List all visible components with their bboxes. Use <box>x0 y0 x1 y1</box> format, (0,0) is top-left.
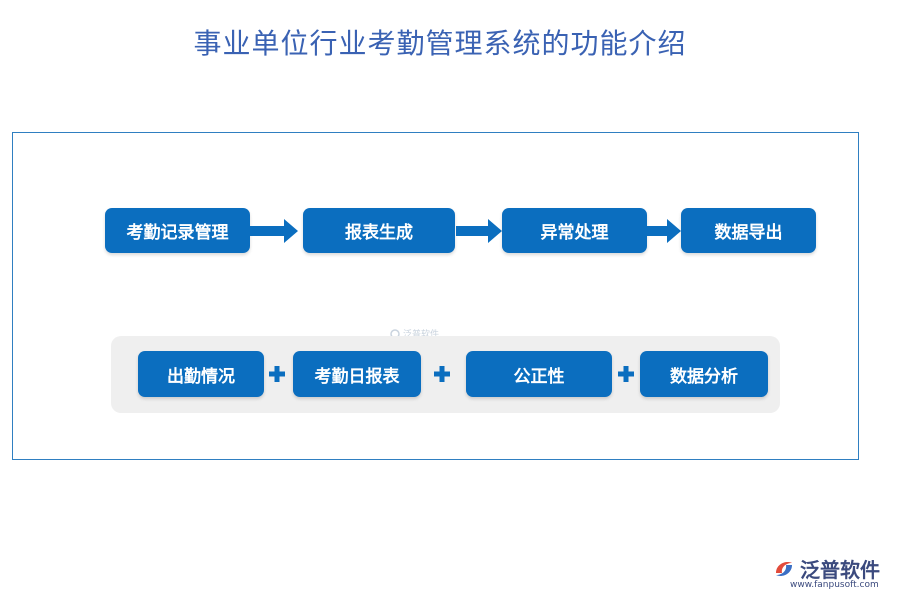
logo-name: 泛普软件 <box>800 558 880 582</box>
feature-fairness: 公正性 <box>466 351 612 397</box>
flow-step-data-export: 数据导出 <box>681 208 816 253</box>
watermark-text: 泛普软件 <box>403 330 440 340</box>
page-title: 事业单位行业考勤管理系统的功能介绍 <box>193 27 687 60</box>
arrow-right-icon <box>250 219 298 243</box>
feature-data-analysis: 数据分析 <box>640 351 768 397</box>
feature-daily-report: 考勤日报表 <box>293 351 421 397</box>
fanpu-logo-icon <box>776 561 792 576</box>
arrow-right-icon <box>456 219 502 243</box>
logo-url: www.fanpusoft.com <box>790 580 879 590</box>
brand-logo: 泛普软件 <box>772 554 880 583</box>
flow-step-attendance-records: 考勤记录管理 <box>105 208 250 253</box>
plus-icon <box>434 366 450 382</box>
flow-step-report-generation: 报表生成 <box>303 208 455 253</box>
plus-icon <box>269 366 285 382</box>
flow-step-exception-handling: 异常处理 <box>502 208 647 253</box>
feature-attendance-status: 出勤情况 <box>138 351 264 397</box>
diagram-frame <box>12 132 859 460</box>
arrow-right-icon <box>647 219 681 243</box>
plus-icon <box>618 366 634 382</box>
